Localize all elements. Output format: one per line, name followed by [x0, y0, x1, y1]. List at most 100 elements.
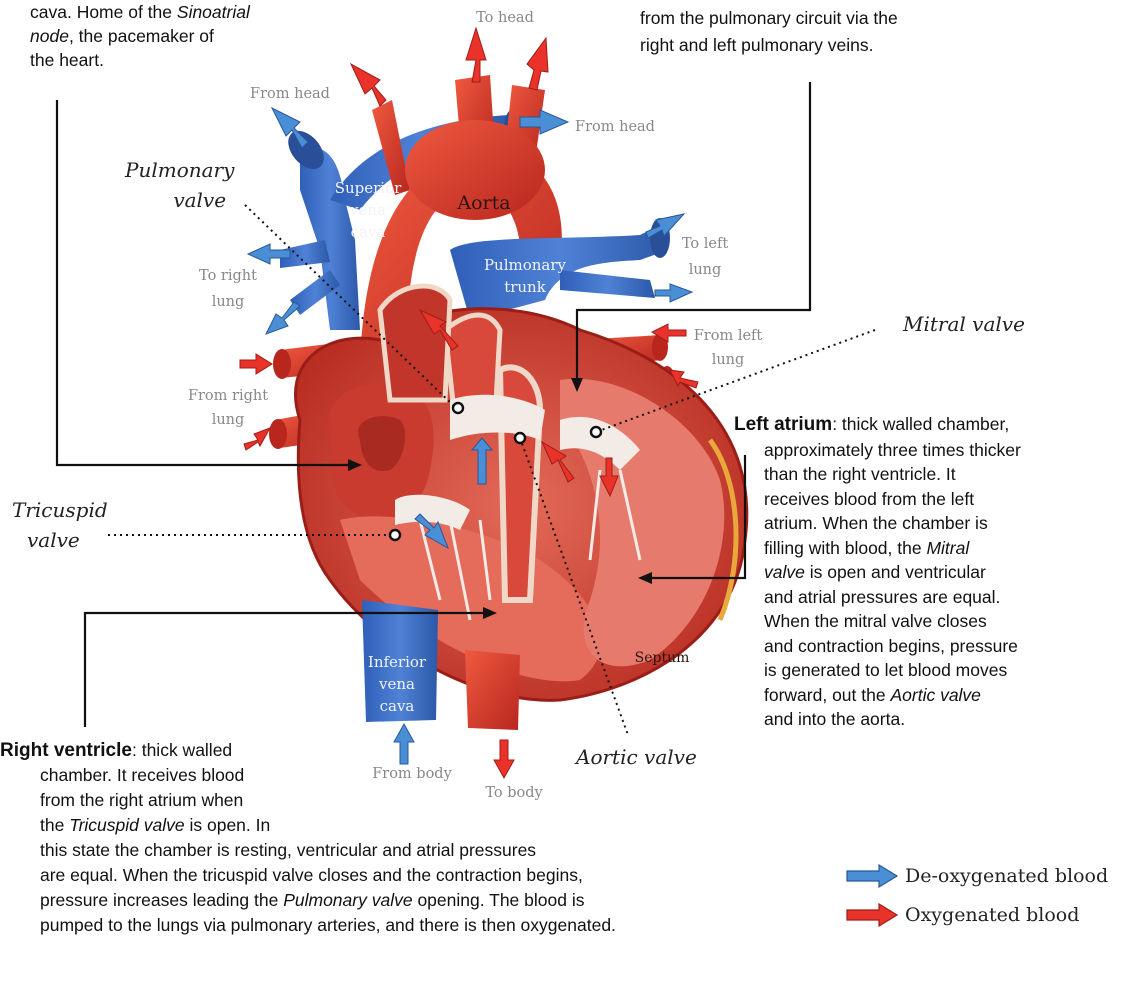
text-line: receives blood from the left	[734, 487, 1021, 512]
text-line: is generated to let blood moves	[734, 658, 1021, 683]
text-line: than the right ventricle. It	[734, 462, 1021, 487]
legend-oxygenated: Oxygenated blood	[845, 903, 1079, 927]
text-line: pumped to the lungs via pulmonary arteri…	[0, 913, 616, 938]
text-line: this state the chamber is resting, ventr…	[0, 838, 616, 863]
blue-arrow-icon	[845, 864, 899, 888]
bold-run: Left atrium	[734, 414, 832, 435]
tricuspid-valve-label: Tricuspid valve	[12, 495, 108, 555]
text-run: are equal. When the tricuspid valve clos…	[40, 865, 583, 885]
text-run: from the pulmonary circuit via the	[640, 8, 898, 28]
text-run: : thick walled chamber,	[832, 414, 1009, 434]
pulmonary-valve-label: Pulmonary valve	[125, 155, 234, 215]
top-right-description: from the pulmonary circuit via the right …	[640, 5, 898, 59]
text-line: filling with blood, the Mitral	[734, 536, 1021, 561]
text-line: and atrial pressures are equal.	[734, 585, 1021, 610]
italic-run: Mitral	[926, 538, 969, 558]
text-run: the heart.	[30, 50, 104, 70]
label-svc-2: vena	[349, 201, 386, 219]
text-line: and contraction begins, pressure	[734, 634, 1021, 659]
label-ivc-3: cava	[380, 697, 415, 715]
label-pulmonary-trunk-2: trunk	[504, 278, 547, 296]
label-svc-3: cava	[351, 223, 386, 241]
label-from-head-right: From head	[575, 119, 655, 135]
text-run: and atrial pressures are equal.	[764, 587, 1000, 607]
label-ivc-1: Inferior	[368, 653, 427, 671]
text-line: from the right atrium when	[0, 788, 616, 813]
left-atrium-description: Left atrium: thick walled chamber,approx…	[734, 412, 1021, 732]
text-line: right and left pulmonary veins.	[640, 32, 898, 59]
text-run: pumped to the lungs via pulmonary arteri…	[40, 915, 616, 935]
label-aorta: Aorta	[456, 192, 510, 214]
text-run: the	[40, 815, 69, 835]
label-svc-1: Superior	[335, 179, 402, 197]
text-run: is open and ventricular	[805, 562, 986, 582]
label-to-left-lung-1: To left	[682, 236, 728, 252]
text-line: are equal. When the tricuspid valve clos…	[0, 863, 616, 888]
mitral-valve-label: Mitral valve	[903, 312, 1025, 336]
text-line: cava. Home of the Sinoatrial	[30, 0, 250, 24]
text-line: Right ventricle: thick walled	[0, 738, 616, 763]
legend-oxygenated-label: Oxygenated blood	[905, 904, 1079, 926]
label-septum: Septum	[635, 650, 690, 666]
label-from-left-lung-2: lung	[712, 352, 745, 368]
pulmonary-valve-line-2: valve	[125, 185, 234, 215]
italic-run: Pulmonary valve	[283, 890, 412, 910]
label-to-right-lung-1: To right	[199, 268, 257, 284]
text-run: receives blood from the left	[764, 489, 974, 509]
italic-run: Sinoatrial	[177, 2, 250, 22]
legend-deoxygenated: De-oxygenated blood	[845, 864, 1108, 888]
text-line: approximately three times thicker	[734, 438, 1021, 463]
label-ivc-2: vena	[378, 675, 415, 693]
legend-deoxygenated-label: De-oxygenated blood	[905, 865, 1108, 887]
text-run: When the mitral valve closes	[764, 611, 987, 631]
text-run: is open. In	[185, 815, 271, 835]
text-run: forward, out the	[764, 685, 890, 705]
label-pulmonary-trunk-1: Pulmonary	[484, 256, 567, 274]
text-line: valve is open and ventricular	[734, 560, 1021, 585]
label-from-right-lung-2: lung	[212, 412, 245, 428]
text-line: When the mitral valve closes	[734, 609, 1021, 634]
tricuspid-valve-line-2: valve	[12, 525, 108, 555]
text-run: opening. The blood is	[413, 890, 585, 910]
text-line: atrium. When the chamber is	[734, 511, 1021, 536]
text-line: node, the pacemaker of	[30, 24, 250, 48]
red-arrow-icon	[845, 903, 899, 927]
text-run: right and left pulmonary veins.	[640, 35, 873, 55]
text-run: pressure increases leading the	[40, 890, 283, 910]
text-line: and into the aorta.	[734, 707, 1021, 732]
text-line: the Tricuspid valve is open. In	[0, 813, 616, 838]
text-run: approximately three times thicker	[764, 440, 1021, 460]
descending-aorta-shape	[465, 650, 520, 730]
text-line: chamber. It receives blood	[0, 763, 616, 788]
label-to-head: To head	[476, 10, 534, 26]
text-line: pressure increases leading the Pulmonary…	[0, 888, 616, 913]
text-run: is generated to let blood moves	[764, 660, 1007, 680]
text-run: : thick walled	[132, 740, 232, 760]
text-run: , the pacemaker of	[69, 26, 214, 46]
label-from-head-left: From head	[250, 86, 330, 102]
italic-run: Aortic valve	[890, 685, 980, 705]
text-run: this state the chamber is resting, ventr…	[40, 840, 536, 860]
text-run: chamber. It receives blood	[40, 765, 244, 785]
text-run: and contraction begins, pressure	[764, 636, 1018, 656]
label-from-left-lung-1: From left	[694, 328, 763, 344]
text-run: filling with blood, the	[764, 538, 926, 558]
label-to-right-lung-2: lung	[212, 294, 245, 310]
italic-run: Tricuspid valve	[69, 815, 184, 835]
label-from-right-lung-1: From right	[188, 388, 268, 404]
text-line: Left atrium: thick walled chamber,	[734, 412, 1021, 438]
text-line: forward, out the Aortic valve	[734, 683, 1021, 708]
heart-body	[295, 286, 746, 700]
text-run: cava. Home of the	[30, 2, 177, 22]
text-run: atrium. When the chamber is	[764, 513, 988, 533]
text-run: than the right ventricle. It	[764, 464, 956, 484]
pulmonary-valve-line-1: Pulmonary	[125, 155, 234, 185]
text-line: the heart.	[30, 48, 250, 72]
text-run: and into the aorta.	[764, 709, 905, 729]
text-run: from the right atrium when	[40, 790, 243, 810]
text-line: from the pulmonary circuit via the	[640, 5, 898, 32]
tricuspid-valve-line-1: Tricuspid	[12, 495, 108, 525]
